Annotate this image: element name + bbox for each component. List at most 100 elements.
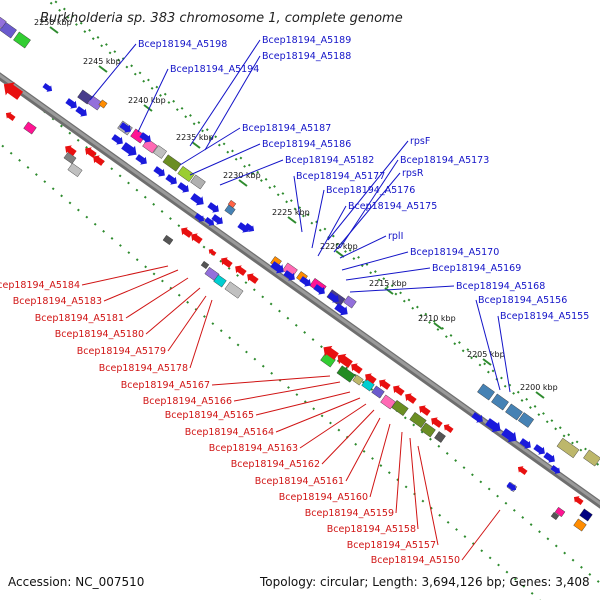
forward-gene-label: Bcep18194_A5182 <box>285 155 374 166</box>
reverse-label-leader <box>409 437 419 530</box>
gene-block <box>556 437 580 459</box>
gene-features <box>0 15 600 532</box>
forward-label-leader <box>179 127 241 166</box>
forward-gene-arrow <box>119 122 131 133</box>
reverse-gene-label: Bcep18194_A5159 <box>305 508 394 519</box>
forward-gene-arrow <box>299 276 311 287</box>
forward-label-leader <box>204 55 261 151</box>
reverse-gene-arrow <box>3 82 24 100</box>
reverse-gene-label: Bcep18194_A5165 <box>165 410 254 421</box>
forward-gene-arrow <box>270 261 284 274</box>
kbp-label: 2200 kbp <box>520 383 558 392</box>
forward-gene-arrow <box>506 482 517 491</box>
forward-gene-arrow <box>283 270 295 281</box>
gene-block <box>409 411 427 429</box>
forward-label-leader <box>345 267 431 281</box>
reverse-gene-arrow <box>85 147 97 158</box>
reverse-label-leader <box>145 287 201 335</box>
reverse-gene-arrow <box>517 466 528 475</box>
gene-block <box>579 508 593 522</box>
reverse-gene-arrow <box>235 265 247 276</box>
reverse-label-leader <box>103 269 179 302</box>
forward-gene-label: Bcep18194_A5169 <box>432 263 521 274</box>
reverse-gene-label: Bcep18194_A5150 <box>371 555 460 566</box>
forward-gene-label: rpsR <box>402 168 424 179</box>
scale-ticks <box>49 26 545 399</box>
reverse-gene-arrow <box>5 112 16 121</box>
gene-block <box>13 31 31 49</box>
gene-block <box>213 274 227 288</box>
forward-gene-label: Bcep18194_A5187 <box>242 123 331 134</box>
kbp-label: 2230 kbp <box>223 171 261 180</box>
reverse-gene-arrow <box>247 273 259 284</box>
gene-block <box>130 128 146 144</box>
scale-tick <box>535 391 545 399</box>
reverse-gene-arrow <box>431 417 443 428</box>
forward-gene-arrow <box>204 217 215 226</box>
reverse-gene-arrow <box>379 379 391 390</box>
reverse-label-leader <box>255 391 351 416</box>
reverse-gene-arrow <box>419 405 431 416</box>
gene-block <box>98 99 108 109</box>
gene-arrows <box>3 82 584 505</box>
gene-block <box>343 295 357 309</box>
forward-gene-label: rplI <box>388 231 403 242</box>
reverse-gene-label: Bcep18194_A5181 <box>35 313 124 324</box>
reverse-gene-label: Bcep18194_A5184 <box>0 280 80 291</box>
kbp-label: 2205 kbp <box>467 350 505 359</box>
forward-gene-arrow <box>190 193 204 206</box>
gene-block <box>491 393 509 411</box>
gene-block <box>190 174 206 190</box>
reverse-gene-arrow <box>365 373 377 384</box>
reverse-label-leader <box>81 265 169 286</box>
reverse-gene-label: Bcep18194_A5178 <box>99 363 188 374</box>
gene-block <box>142 138 158 154</box>
forward-gene-label: Bcep18194_A5173 <box>400 155 489 166</box>
reverse-gene-label: Bcep18194_A5183 <box>13 296 102 307</box>
kbp-label: 2240 kbp <box>128 96 166 105</box>
reverse-gene-label: Bcep18194_A5163 <box>209 443 298 454</box>
reverse-gene-arrow <box>93 155 105 166</box>
reverse-label-leader <box>417 445 439 546</box>
forward-gene-arrow <box>165 174 177 185</box>
gene-block <box>391 399 409 417</box>
kbp-label: 2250 kbp <box>34 18 72 27</box>
reverse-label-leader <box>275 397 361 433</box>
forward-gene-arrow <box>334 303 348 316</box>
reverse-label-leader <box>299 403 367 449</box>
reverse-gene-arrow <box>191 233 203 244</box>
map-title: Burkholderia sp. 383 chromosome 1, compl… <box>40 11 403 26</box>
reverse-label-leader <box>167 295 207 352</box>
gene-block <box>63 151 77 165</box>
scale-tick <box>335 250 345 258</box>
reverse-gene-arrow <box>181 227 193 238</box>
gene-block <box>477 383 495 401</box>
gene-block <box>550 511 560 521</box>
forward-gene-arrow <box>533 444 545 455</box>
forward-gene-label: Bcep18194_A5194 <box>170 64 259 75</box>
gene-block <box>162 154 182 172</box>
gene-block <box>200 260 210 270</box>
forward-gene-arrow <box>153 166 165 177</box>
reverse-gene-arrow <box>443 424 454 433</box>
reverse-gene-arrow <box>323 345 339 360</box>
scale-tick <box>384 287 394 295</box>
reverse-label-leader <box>233 381 341 402</box>
forward-gene-label: Bcep18194_A5155 <box>500 311 589 322</box>
forward-label-leader <box>497 315 511 393</box>
forward-label-leader <box>293 175 303 233</box>
reverse-label-leader <box>461 509 501 561</box>
forward-gene-arrow <box>519 438 531 449</box>
reverse-gene-label: Bcep18194_A5158 <box>327 524 416 535</box>
scale-tick <box>482 358 492 366</box>
reverse-gene-arrow <box>393 385 405 396</box>
reverse-gene-label: Bcep18194_A5180 <box>55 329 144 340</box>
forward-label-leader <box>327 140 409 241</box>
forward-label-leader <box>333 172 401 253</box>
gene-block <box>162 234 174 246</box>
reverse-label-leader <box>125 277 189 319</box>
forward-gene-label: Bcep18194_A5177 <box>296 171 385 182</box>
forward-gene-arrow <box>135 154 147 165</box>
forward-gene-arrow <box>121 142 137 157</box>
